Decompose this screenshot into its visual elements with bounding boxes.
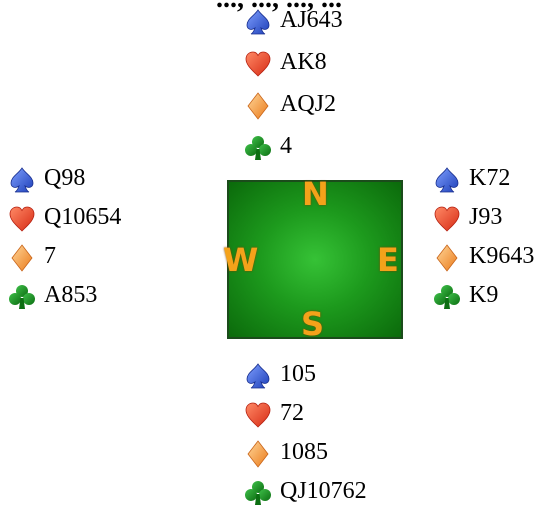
- west-clubs: A853: [44, 282, 98, 308]
- page-title: ..., ..., ..., ...: [0, 0, 558, 12]
- north-hearts: AK8: [280, 49, 327, 75]
- compass-north: N: [302, 175, 329, 213]
- club-icon: [8, 283, 36, 311]
- diamond-icon: [244, 440, 272, 468]
- south-hearts: 72: [280, 400, 304, 426]
- club-icon: [244, 479, 272, 507]
- west-spades: Q98: [44, 165, 86, 191]
- compass-east: E: [377, 241, 399, 279]
- east-hearts: J93: [469, 204, 503, 230]
- diamond-icon: [244, 92, 272, 120]
- heart-icon: [8, 205, 36, 233]
- compass-west: W: [223, 241, 259, 279]
- south-clubs: QJ10762: [280, 478, 367, 504]
- east-spades: K72: [469, 165, 511, 191]
- heart-icon: [244, 401, 272, 429]
- spade-icon: [433, 166, 461, 194]
- north-clubs: 4: [280, 133, 292, 159]
- east-diamonds: K9643: [469, 243, 535, 269]
- spade-icon: [244, 362, 272, 390]
- west-diamonds: 7: [44, 243, 56, 269]
- compass-south: S: [301, 305, 325, 343]
- diamond-icon: [433, 244, 461, 272]
- west-hearts: Q10654: [44, 204, 122, 230]
- east-clubs: K9: [469, 282, 499, 308]
- spade-icon: [244, 8, 272, 36]
- north-spades: AJ643: [280, 7, 343, 33]
- south-diamonds: 1085: [280, 439, 328, 465]
- bridge-table: N W E S: [223, 175, 403, 343]
- heart-icon: [244, 50, 272, 78]
- south-spades: 105: [280, 361, 316, 387]
- north-diamonds: AQJ2: [280, 91, 337, 117]
- club-icon: [244, 134, 272, 162]
- spade-icon: [8, 166, 36, 194]
- heart-icon: [433, 205, 461, 233]
- diamond-icon: [8, 244, 36, 272]
- club-icon: [433, 283, 461, 311]
